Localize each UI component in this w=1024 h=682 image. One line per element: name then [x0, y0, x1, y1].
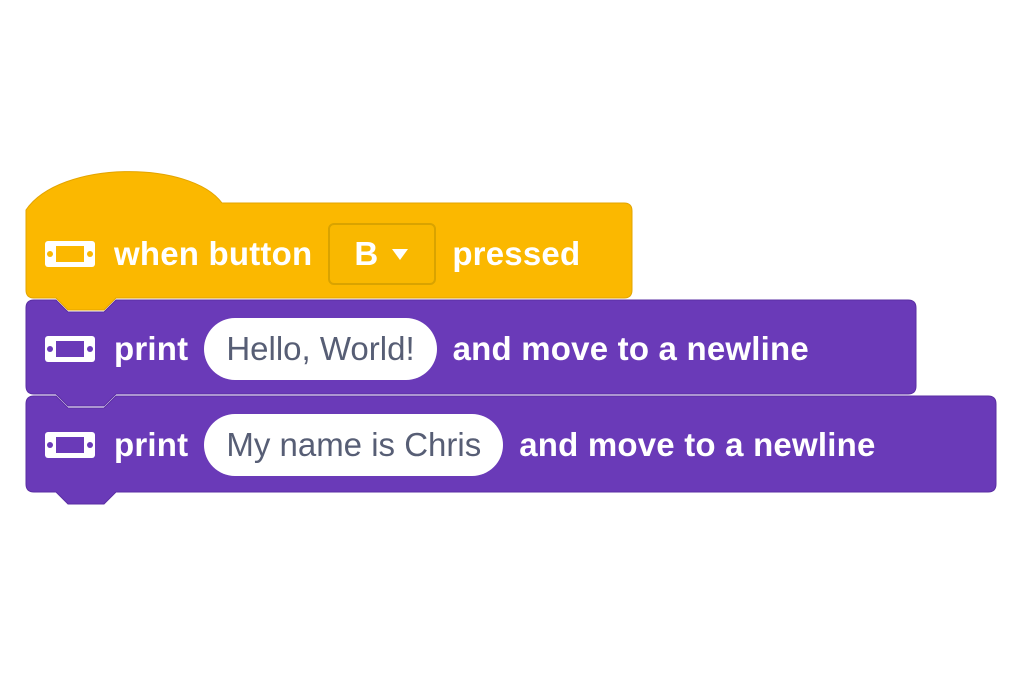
print-label: print: [114, 426, 189, 463]
print-text-value: My name is Chris: [226, 426, 482, 463]
print-text-value: Hello, World!: [226, 330, 415, 367]
chevron-down-icon: [392, 249, 409, 260]
print-text-input[interactable]: My name is Chris: [204, 414, 504, 476]
microbit-icon: [45, 241, 95, 267]
print-block-2[interactable]: print My name is Chris and move to a new…: [26, 398, 876, 492]
button-dropdown-value: B: [354, 235, 379, 272]
print-suffix: and move to a newline: [452, 330, 809, 367]
event-label-before: when button: [114, 235, 313, 272]
microbit-icon: [45, 432, 95, 458]
event-block[interactable]: when button B pressed: [26, 206, 580, 302]
button-dropdown[interactable]: B: [328, 223, 437, 285]
print-block-1[interactable]: print Hello, World! and move to a newlin…: [26, 302, 809, 396]
print-suffix: and move to a newline: [519, 426, 876, 463]
microbit-icon: [45, 336, 95, 362]
print-text-input[interactable]: Hello, World!: [204, 318, 437, 380]
print-label: print: [114, 330, 189, 367]
event-label-after: pressed: [452, 235, 581, 272]
